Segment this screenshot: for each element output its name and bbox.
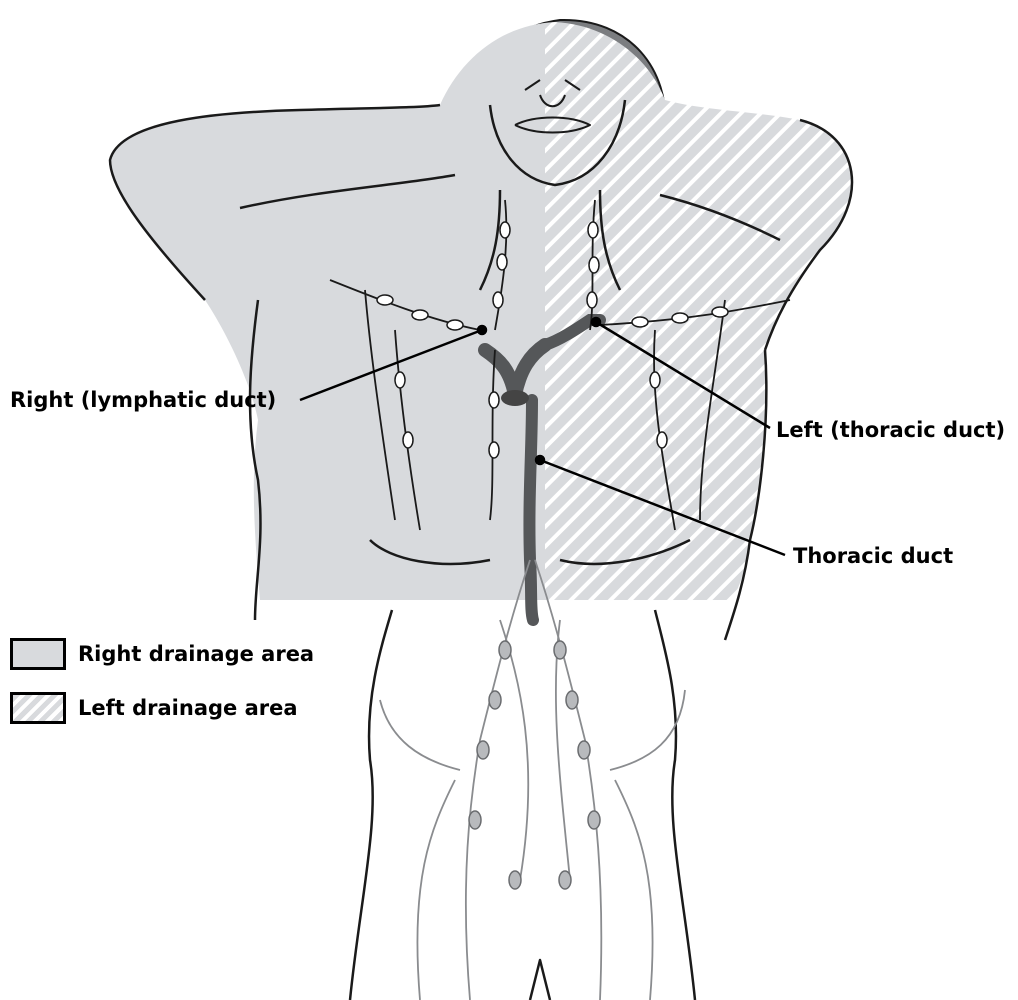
right-drainage-area	[0, 0, 1018, 610]
lower-lymph-nodes	[469, 641, 600, 889]
legend-swatch-solid	[10, 638, 66, 670]
thoracic-duct-shape	[529, 400, 533, 620]
legend-item-left-drainage: Left drainage area	[10, 692, 298, 724]
legend-swatch-striped	[10, 692, 66, 724]
left-thoracic-duct-label: Left (thoracic duct)	[776, 420, 1005, 441]
legend-label-right-drainage: Right drainage area	[78, 644, 314, 665]
thoracic-duct-label: Thoracic duct	[793, 546, 953, 567]
lower-lymph-vessels	[380, 560, 685, 1000]
right-lymphatic-duct-label: Right (lymphatic duct)	[10, 390, 276, 411]
legend-label-left-drainage: Left drainage area	[78, 698, 298, 719]
legend-item-right-drainage: Right drainage area	[10, 638, 314, 670]
